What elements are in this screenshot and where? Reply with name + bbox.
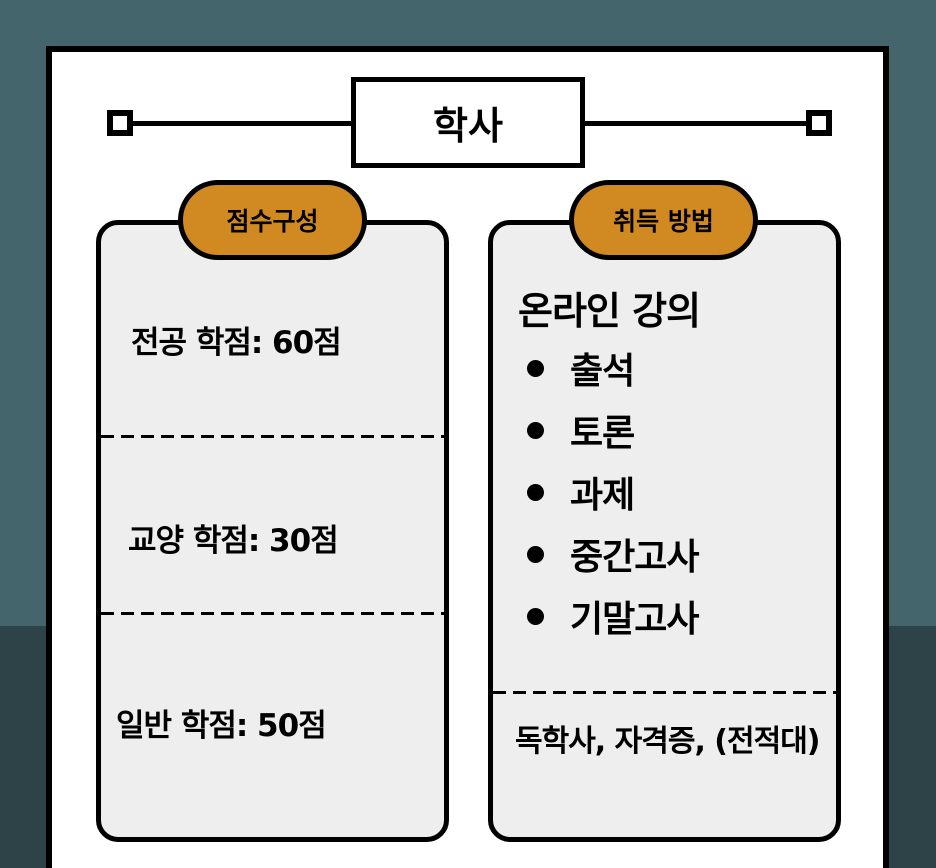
list-item: 토론: [527, 399, 698, 461]
bullet-icon: [527, 607, 544, 625]
score-item-liberal-arts: 교양 학점: 30점: [128, 523, 339, 559]
diagram-title: 학사: [351, 77, 585, 168]
dashed-divider: [493, 691, 836, 694]
score-composition-card: 전공 학점: 60점 교양 학점: 30점 일반 학점: 50점: [96, 220, 449, 842]
list-item: 출석: [527, 337, 698, 399]
bullet-icon: [527, 545, 544, 563]
dashed-divider: [101, 612, 444, 615]
bullet-icon: [527, 359, 544, 377]
bullet-icon: [527, 421, 544, 439]
score-item-major: 전공 학점: 60점: [131, 325, 342, 361]
bullet-icon: [527, 483, 544, 501]
list-item: 중간고사: [527, 523, 699, 585]
left-connector-line: [130, 121, 352, 126]
right-endpoint-square-icon: [806, 110, 832, 136]
right-connector-line: [584, 121, 808, 126]
acquisition-method-label: 취득 방법: [569, 180, 758, 260]
dashed-divider: [101, 435, 444, 438]
online-lecture-heading: 온라인 강의: [518, 289, 701, 333]
list-item: 과제: [527, 461, 698, 523]
score-item-general: 일반 학점: 50점: [116, 708, 327, 744]
online-lecture-list: 출석 토론 과제 중간고사 기말고사: [527, 337, 699, 647]
list-item: 기말고사: [527, 585, 699, 647]
other-methods-text: 독학사, 자격증, (전적대): [515, 724, 821, 759]
acquisition-method-card: 온라인 강의 출석 토론 과제 중간고사 기말고사 독학사, 자격증, (전적대…: [488, 220, 841, 842]
score-composition-label: 점수구성: [178, 180, 367, 260]
